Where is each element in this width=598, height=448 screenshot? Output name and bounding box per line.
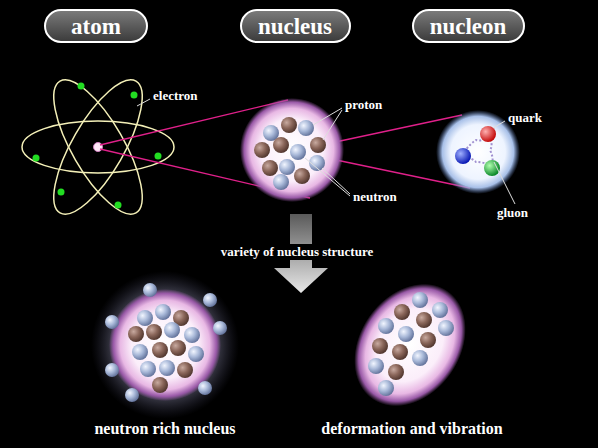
leader-lines [137,99,515,204]
part-label: variety of nucleus structure [218,244,376,260]
part-label: neutron rich nucleus [94,420,235,438]
level-title: nucleus [258,15,332,38]
part-label: neutron [353,190,397,204]
nucleons [254,117,326,190]
quark-blue [455,148,471,164]
part-label: deformation and vibration [321,420,502,438]
atom-nucleus-dot [94,143,103,152]
part-label: gluon [497,206,528,220]
level-pill: nucleon [412,9,525,43]
neutron-halo [91,271,239,419]
level-pill: nucleus [240,9,351,43]
part-label: quark [508,111,542,125]
rich-nucleus-body [109,289,221,401]
part-label: electron [153,89,198,103]
atom-orbits [22,68,174,226]
deformed-nucleons [368,292,454,396]
part-label: proton [345,98,382,112]
electrons [33,83,162,209]
nucleus-body [240,98,344,202]
deformed-nucleus-body [331,262,489,427]
level-title: atom [71,15,121,38]
rich-nucleons [105,283,227,402]
nucleon-body [436,110,520,194]
quark-red [480,126,496,142]
level-pill: atom [44,9,148,43]
level-title: nucleon [430,15,507,38]
quark-green [484,160,500,176]
